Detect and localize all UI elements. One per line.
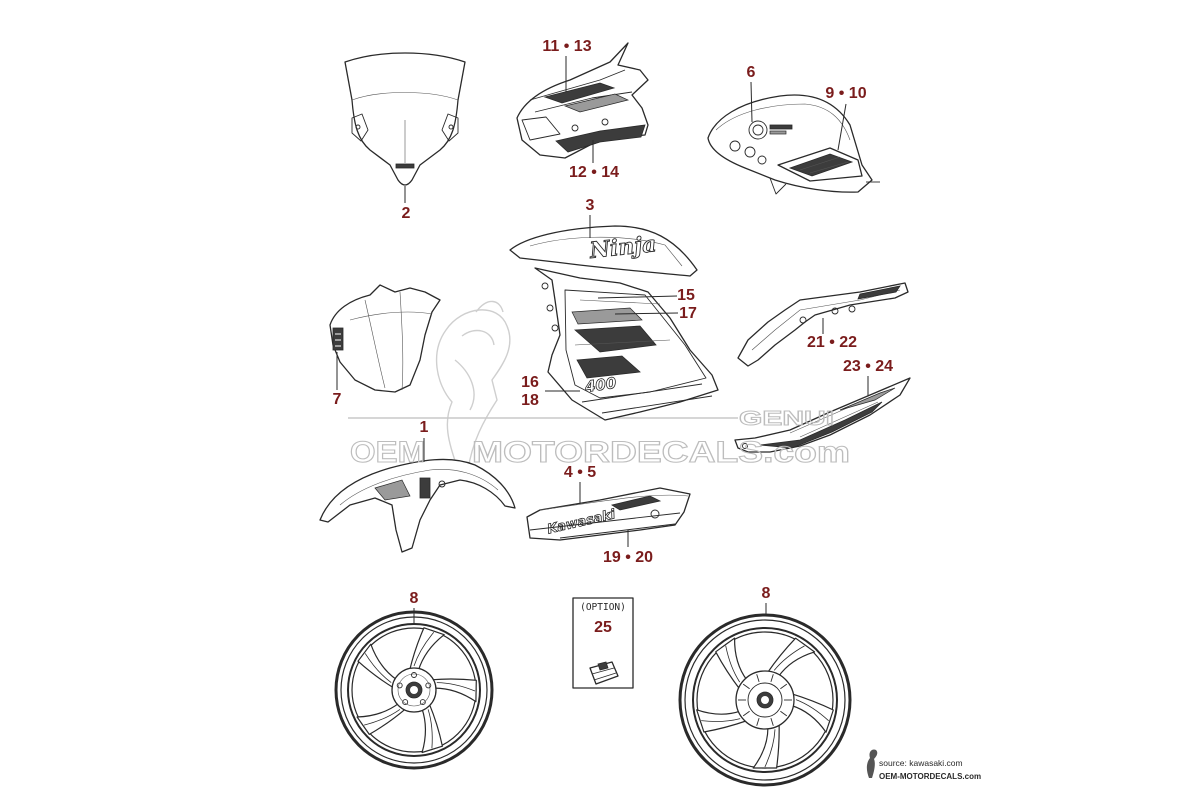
source-credit: source: kawasaki.com OEM-MOTORDECALS.com (866, 749, 981, 781)
wheel-spoke (356, 702, 407, 735)
leader-line (597, 295, 678, 299)
hub-slot (742, 710, 750, 717)
wheel-right-drawing (678, 613, 852, 787)
option-number: 25 (594, 619, 612, 636)
windscreen-decal (395, 163, 415, 169)
hub-slot (742, 683, 750, 690)
wheel-spoke (430, 678, 477, 703)
windscreen-drawing (344, 52, 466, 186)
hub-slot (756, 674, 760, 683)
callout-wheel-right: 8 (762, 585, 771, 602)
callout-shroud: 3 (586, 197, 595, 214)
wheel-spoke (409, 627, 445, 672)
wheel-left-hub (391, 667, 437, 713)
hub-bolt (396, 682, 403, 689)
callout-front-cowl: 7 (333, 391, 342, 408)
option-part-icon (589, 661, 619, 685)
callout-upper-cowl-bottom: 12 • 14 (569, 164, 619, 181)
front-fender-drawing (319, 458, 516, 553)
callout-tank-stripe: 9 • 10 (825, 85, 866, 102)
upper-cowl-stripe (543, 82, 616, 104)
hub-slot (756, 717, 760, 726)
callout-fairing-b: 17 (679, 305, 697, 322)
callout-fairing-c: 16 (521, 374, 539, 391)
fuel-tank-drawing (707, 94, 880, 195)
seat-cover-drawing (737, 282, 909, 367)
callout-windscreen: 2 (402, 205, 411, 222)
wheel-spoke (696, 709, 748, 733)
watermark-left-text: OEM (350, 436, 425, 469)
callout-tail-cover: 23 • 24 (843, 358, 893, 375)
hub-slot (780, 710, 788, 717)
callout-seat-cover: 21 • 22 (807, 334, 857, 351)
tail-cover-stripe (759, 401, 883, 449)
hub-bolt (419, 699, 426, 706)
spoke-groove (773, 645, 805, 671)
front-cowl-drawing (329, 284, 441, 393)
callout-upper-cowl-top: 11 • 13 (542, 38, 591, 55)
lower-cowl-drawing: Kawasaki (526, 487, 691, 541)
callout-lower-cowl-bottom: 19 • 20 (603, 549, 653, 566)
wheel-spoke (790, 693, 834, 733)
tank-emblem (748, 120, 768, 140)
upper-cowl-drawing (516, 42, 649, 159)
hub-slot (770, 674, 774, 683)
tail-cover-drawing (734, 377, 911, 453)
callout-fairing-a: 15 (677, 287, 695, 304)
leader-line (750, 81, 753, 123)
credit-site-text: OEM-MOTORDECALS.com (879, 772, 981, 781)
watermark-logo (348, 300, 738, 471)
front-fender-decal (419, 477, 431, 499)
wheel-right-hub (735, 670, 795, 730)
leader-line (837, 103, 847, 151)
leader-line (614, 312, 679, 315)
spoke-groove (764, 729, 776, 768)
credit-logo-icon (866, 749, 878, 778)
wheel-spoke (715, 637, 748, 691)
wheel-spoke (766, 637, 816, 678)
spoke-groove (364, 709, 401, 726)
callout-front-fender: 1 (420, 419, 429, 436)
hub-bolt (411, 672, 417, 678)
spoke-groove (725, 645, 741, 683)
spoke-groove (795, 699, 829, 722)
spoke-groove (701, 718, 741, 722)
option-box: (OPTION) 25 (572, 597, 634, 689)
spoke-groove (413, 632, 435, 667)
watermark: OEM MOTORDECALS.com GENUI (349, 408, 850, 470)
watermark-badge-text: GENUI (739, 408, 834, 430)
leader-lines (336, 56, 869, 625)
hub-bolt (402, 699, 409, 706)
side-fairing-drawing: 400 (534, 267, 719, 421)
spoke-groove (427, 709, 433, 749)
model-decal-text: 400 (583, 374, 618, 396)
spoke-groove (364, 653, 392, 683)
callout-wheel-left: 8 (410, 590, 419, 607)
hub-slot (780, 683, 788, 690)
callout-lower-cowl-top: 4 • 5 (564, 464, 596, 481)
shroud-drawing: Ninja (509, 225, 698, 277)
spoke-groove (436, 682, 476, 692)
callout-tank-emblem: 6 (747, 64, 756, 81)
wheel-spoke (357, 643, 398, 689)
credit-source-text: source: kawasaki.com (879, 758, 963, 768)
hub-bolt (425, 682, 432, 689)
callout-fairing-d: 18 (521, 392, 539, 409)
callouts: 2 11 • 13 12 • 14 6 9 • 10 3 15 17 21 • … (333, 38, 894, 607)
wheel-spoke (752, 722, 780, 769)
front-cowl-decal (332, 327, 344, 351)
hub-slot (770, 717, 774, 726)
option-label: (OPTION) (580, 602, 626, 613)
watermark-right-text: MOTORDECALS.com (472, 436, 850, 469)
